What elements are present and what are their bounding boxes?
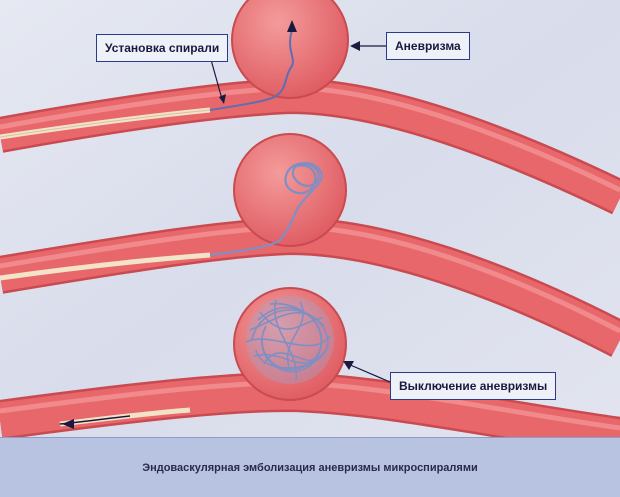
leader-arrow-1 xyxy=(219,94,226,104)
coil-loops-2 xyxy=(209,162,323,257)
label-coil-insertion: Установка спирали xyxy=(96,34,229,62)
arrow-head-1 xyxy=(287,20,297,32)
leader-arrow-3 xyxy=(343,361,354,370)
panel-aneurysm-exclusion xyxy=(0,287,620,437)
coil-mass-3 xyxy=(245,296,334,384)
panel-coil-deployment xyxy=(0,133,620,357)
embolization-illustration xyxy=(0,0,620,437)
caption-bar: Эндоваскулярная эмболизация аневризмы ми… xyxy=(0,437,620,497)
panel-coil-insertion xyxy=(0,0,620,215)
caption-text: Эндоваскулярная эмболизация аневризмы ми… xyxy=(142,461,478,474)
leader-arrow-2 xyxy=(350,41,360,51)
leader-exclusion xyxy=(347,363,391,383)
label-aneurysm: Аневризма xyxy=(386,32,470,60)
label-aneurysm-exclusion: Выключение аневризмы xyxy=(390,372,557,400)
coil-wire-1 xyxy=(209,29,294,111)
arrow-head-3 xyxy=(62,419,74,429)
catheter-2 xyxy=(0,252,211,281)
